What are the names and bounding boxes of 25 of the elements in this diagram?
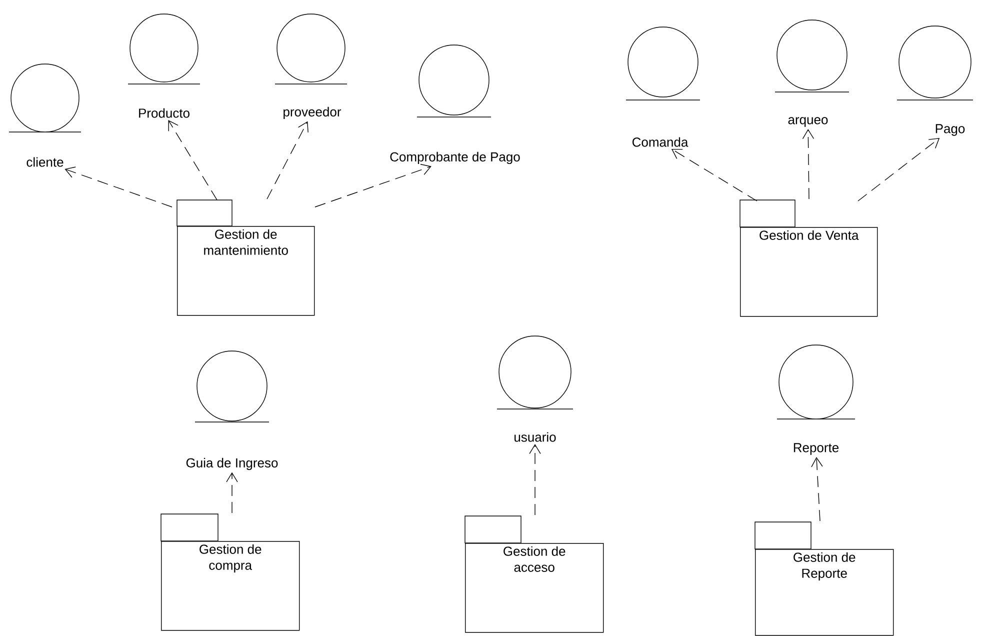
dependency-arrow bbox=[226, 472, 238, 514]
entity-label: arqueo bbox=[788, 117, 828, 127]
dependency-arrow bbox=[671, 148, 758, 202]
package-box: Gestion de compra bbox=[160, 514, 300, 631]
package-box: Gestion de Reporte bbox=[754, 522, 894, 636]
package-box: Gestion de acceso bbox=[464, 516, 604, 633]
dependency-arrow bbox=[64, 166, 172, 208]
entity-label: Producto bbox=[139, 108, 190, 118]
dependency-arrow bbox=[314, 164, 432, 208]
dependency-arrow bbox=[168, 120, 218, 200]
dependency-arrow bbox=[529, 444, 541, 516]
entity-label: Guia de Ingreso bbox=[186, 458, 278, 470]
dependency-arrow bbox=[811, 457, 823, 522]
package-box: Gestion de Venta bbox=[740, 200, 878, 317]
entity-label: proveedor bbox=[284, 106, 342, 120]
dependency-arrow bbox=[858, 138, 940, 202]
dependency-arrow bbox=[266, 121, 308, 200]
entity-label: usuario bbox=[514, 432, 556, 442]
entity-label: Comprobante de Pago bbox=[390, 152, 520, 164]
entity-label: Comanda bbox=[632, 137, 688, 147]
entity-label: Reporte bbox=[794, 443, 839, 455]
dependency-arrow bbox=[802, 129, 814, 200]
entity-label: cliente bbox=[26, 157, 64, 167]
package-box: Gestion de mantenimiento bbox=[176, 200, 315, 316]
entity-label: Pago bbox=[936, 124, 965, 136]
